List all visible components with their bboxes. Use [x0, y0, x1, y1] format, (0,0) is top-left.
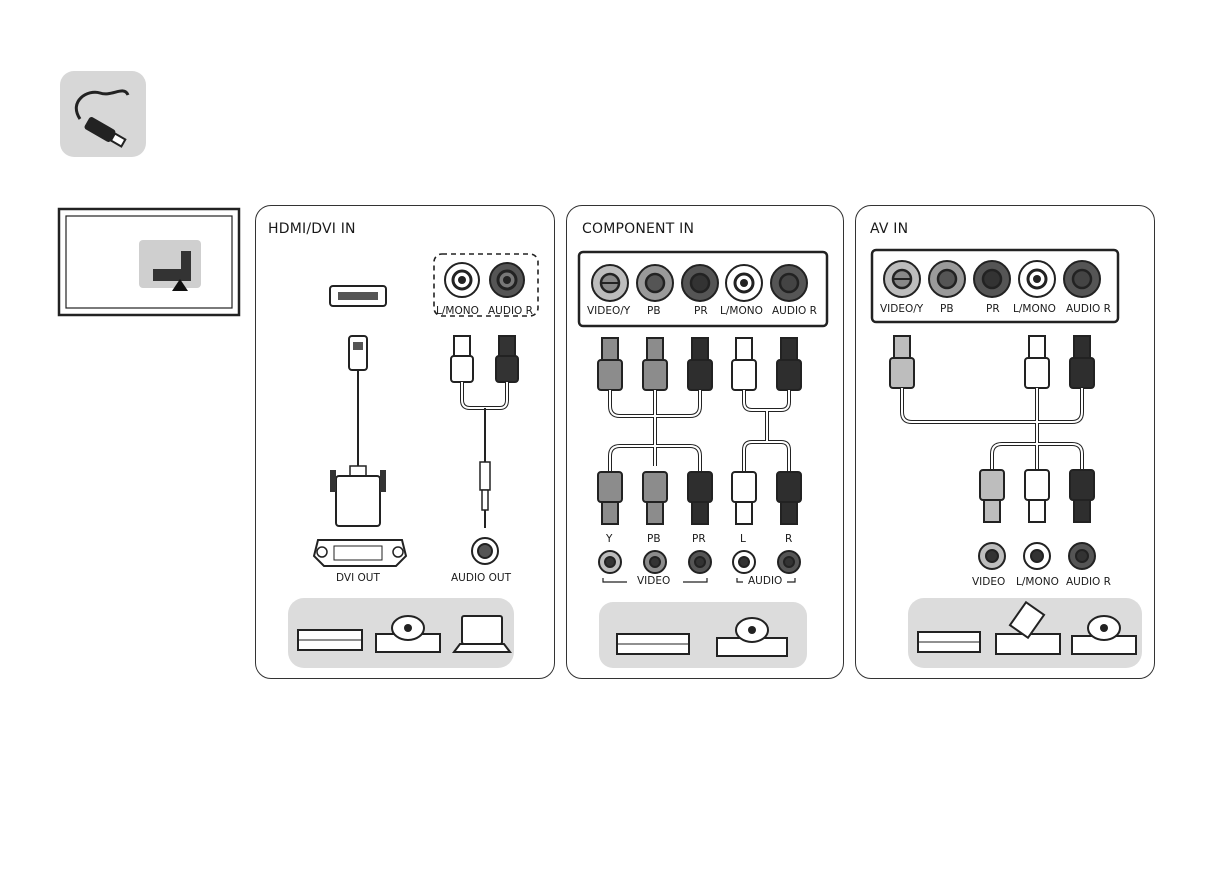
cable-icon-badge [60, 71, 146, 157]
laptop-icon [454, 616, 510, 652]
source-label-l: L [740, 533, 746, 545]
group-label-video: VIDEO [637, 575, 670, 587]
dvd-player-icon [617, 634, 689, 654]
component-in-panel: COMPONENT IN [566, 205, 844, 679]
source-label-audio-r: AUDIO R [1066, 576, 1111, 588]
jack-label-video-y: VIDEO/Y [587, 305, 630, 317]
source-label-pr: PR [692, 533, 706, 545]
jack-label-video-y: VIDEO/Y [880, 303, 923, 315]
jack-label-pb: PB [940, 303, 954, 315]
tv-back-panel-icon [57, 207, 241, 317]
jack-label-l-mono: L/MONO [436, 305, 479, 317]
dvd-player-icon [298, 630, 362, 650]
jack-label-audio-r: AUDIO R [488, 305, 533, 317]
jack-label-audio-r: AUDIO R [772, 305, 817, 317]
jack-label-pb: PB [647, 305, 661, 317]
hdmi-dvi-in-panel: HDMI/DVI IN [255, 205, 555, 679]
device-label-audio-out: AUDIO OUT [451, 572, 511, 584]
dvd-player-icon [918, 632, 980, 652]
jack-label-l-mono: L/MONO [720, 305, 763, 317]
source-label-r: R [785, 533, 792, 545]
jack-label-pr: PR [986, 303, 1000, 315]
av-in-panel: AV IN [855, 205, 1155, 679]
source-label-video: VIDEO [972, 576, 1005, 588]
source-label-y: Y [606, 533, 612, 545]
jack-label-l-mono: L/MONO [1013, 303, 1056, 315]
device-label-dvi-out: DVI OUT [336, 572, 380, 584]
source-label-l-mono: L/MONO [1016, 576, 1059, 588]
cable-icon [60, 71, 146, 157]
jack-label-pr: PR [694, 305, 708, 317]
jack-label-audio-r: AUDIO R [1066, 303, 1111, 315]
group-label-audio: AUDIO [748, 575, 782, 587]
source-label-pb: PB [647, 533, 661, 545]
